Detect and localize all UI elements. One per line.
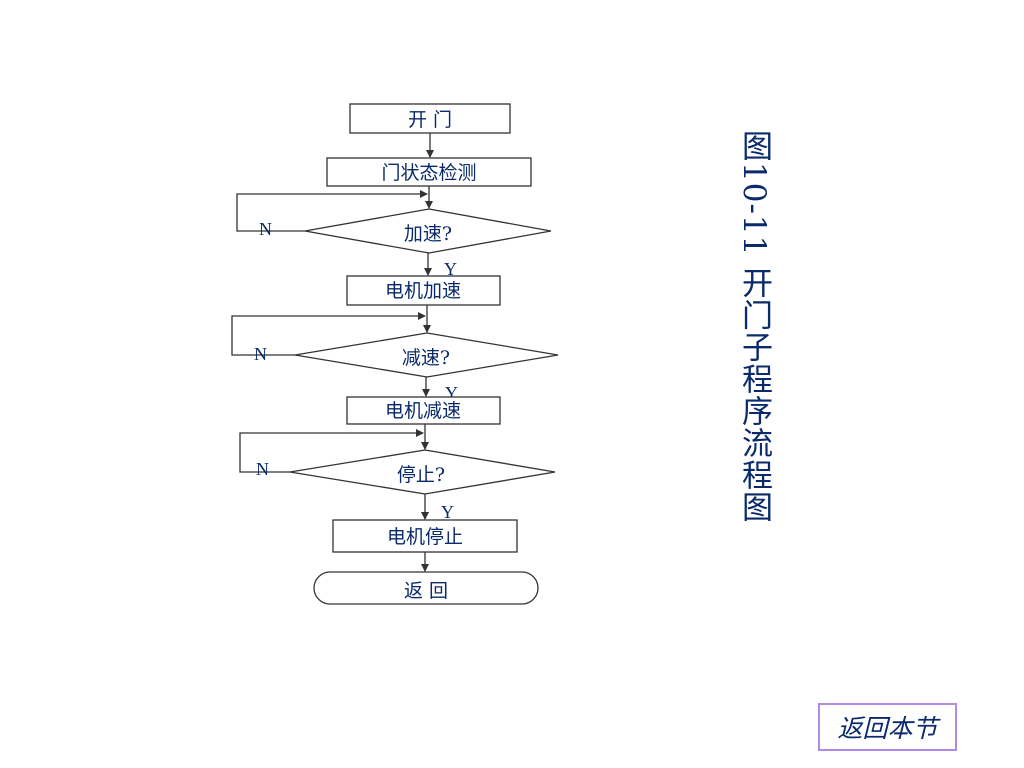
start-label: 开 门 [408,109,452,131]
start-box [349,103,511,134]
motor-accel-box [346,275,501,306]
loop-no-decel [231,312,426,356]
motor-decel-box [346,396,501,425]
loop-no-accel [236,190,428,232]
motor-decel-label: 电机减速 [385,400,461,422]
motor-accel-label: 电机加速 [385,280,461,302]
yes-label-accel: Y [444,259,457,279]
door-check-label: 门状态检测 [381,162,476,184]
loop-no-stop [239,429,424,473]
decision-accel-label: 加速? [404,223,452,245]
no-label-accel: N [259,219,272,239]
no-label-stop: N [256,459,269,479]
back-to-section-label: 返回本节 [837,714,938,743]
motor-stop-label: 电机停止 [387,526,463,548]
decision-stop-label: 停止? [397,464,445,486]
door-check-box [326,157,532,187]
end-terminator [313,571,539,605]
decision-decel-label: 减速? [402,347,450,369]
figure-caption: 图10-11 开门子程序流程图 [736,130,772,524]
decision-accel-diamond [304,208,552,254]
yes-label-stop: Y [441,502,454,522]
end-label: 返 回 [404,580,448,602]
back-to-section-button[interactable]: 返回本节 [818,703,957,751]
decision-decel-diamond [294,332,559,378]
no-label-decel: N [254,344,267,364]
